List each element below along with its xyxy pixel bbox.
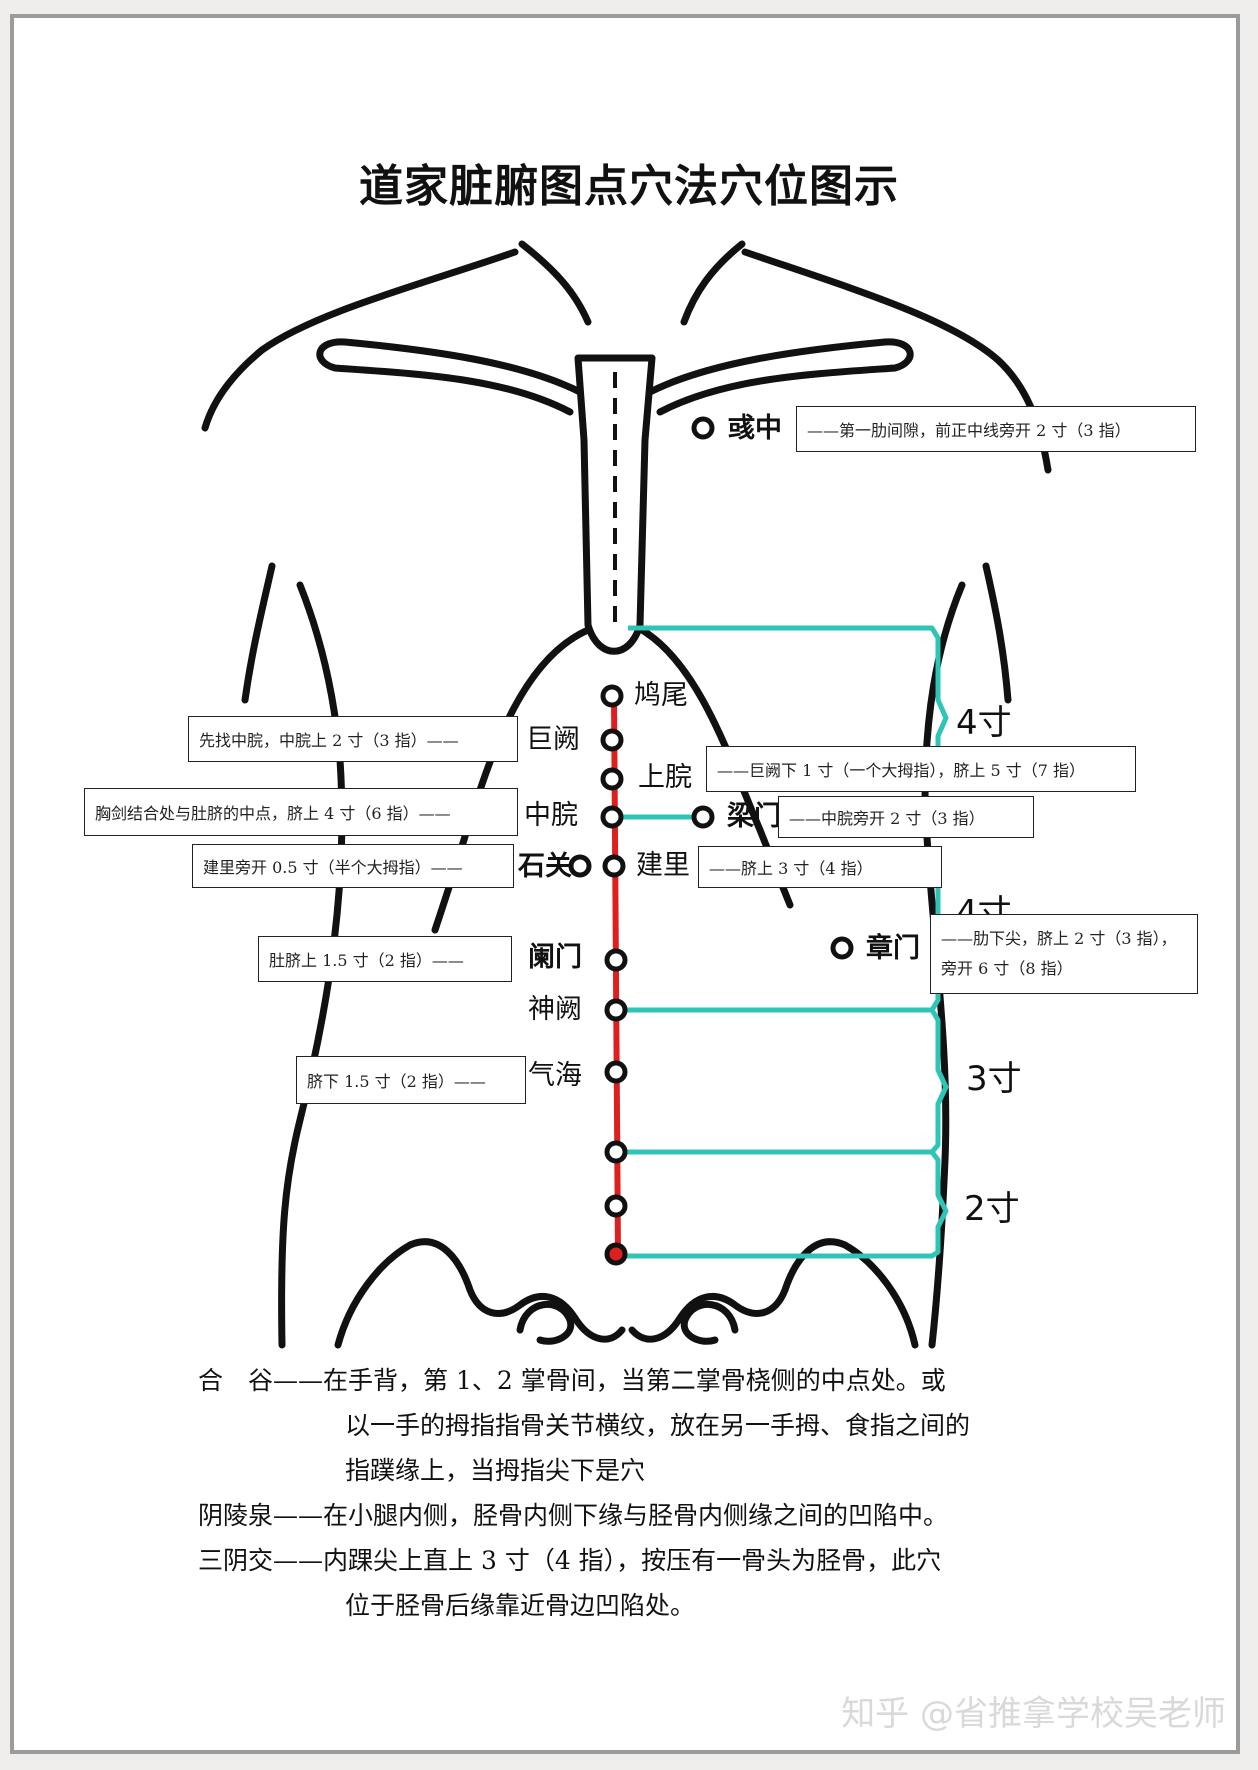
- measure-bracket-4cun-upper: [628, 625, 949, 790]
- desc-hegu-line3: 指蹼缘上，当拇指尖下是穴: [345, 1456, 646, 1485]
- label-zhongwan: 中脘: [524, 800, 578, 831]
- shenque-point: [604, 998, 628, 1022]
- desc-sanyinjiao-line2: 位于胫骨后缘靠近骨边凹陷处。: [345, 1591, 696, 1620]
- label-juque: 巨阙: [526, 724, 580, 755]
- measure-label-4cun-upper: 4寸: [956, 703, 1012, 743]
- desc-yinlingquan-term: 阴陵泉——: [198, 1501, 324, 1530]
- label-lanmen: 阑门: [528, 942, 582, 973]
- left-arm-inner: [241, 562, 276, 704]
- sternum-outline: [574, 354, 656, 655]
- liangmen-point: [691, 805, 715, 829]
- pubic-right: [680, 1301, 739, 1345]
- jiuwei-point: [600, 684, 624, 708]
- note-box-yuzhong: ——第一肋间隙，前正中线旁开 2 寸（3 指）: [796, 406, 1196, 452]
- neck-right-outline: [680, 240, 746, 326]
- label-yuzhong: 彧中: [728, 413, 782, 444]
- note-box-zhangmen: ——肋下尖，脐上 2 寸（3 指）， 旁开 6 寸（8 指）: [930, 914, 1198, 994]
- label-jiuwei: 鸠尾: [634, 680, 688, 711]
- measure-label-3cun: 3寸: [966, 1059, 1022, 1099]
- desc-yinlingquan-line1: 阴陵泉——在小腿内侧，胫骨内侧下缘与胫骨内侧缘之间的凹陷中。: [198, 1501, 949, 1530]
- zhangmen-point: [830, 936, 854, 960]
- pubic-left: [516, 1301, 575, 1345]
- note-box-juque: 先找中脘，中脘上 2 寸（3 指）——: [188, 716, 518, 762]
- guanyuan-point: [604, 1140, 628, 1164]
- label-qihai: 气海: [528, 1060, 582, 1091]
- note-zhangmen-line2: 旁开 6 寸（8 指）: [941, 959, 1073, 978]
- measure-bracket-3cun: [622, 1008, 949, 1155]
- zhongji-point: [604, 1194, 628, 1218]
- label-shiguan: 石关: [518, 851, 572, 882]
- acupoint-descriptions: 合 谷——在手背，第 1、2 掌骨间，当第二掌骨桡侧的中点处。或 以一手的拇指指…: [198, 1358, 1078, 1628]
- pelvis-right: [628, 1238, 919, 1349]
- shangwan-point: [600, 767, 624, 791]
- note-box-liangmen: ——中脘旁开 2 寸（3 指）: [778, 796, 1034, 838]
- label-liangmen: 梁门: [727, 801, 781, 832]
- neck-left-outline: [518, 240, 592, 326]
- measure-bracket-2cun: [622, 1150, 949, 1259]
- desc-hegu-line1: 合 谷——在手背，第 1、2 掌骨间，当第二掌骨桡侧的中点处。或: [198, 1366, 946, 1395]
- note-box-shangwan: ——巨阙下 1 寸（一个大拇指），脐上 5 寸（7 指）: [706, 746, 1136, 792]
- label-shenque: 神阙: [528, 994, 582, 1025]
- clavicle-right: [646, 338, 914, 416]
- label-zhangmen: 章门: [866, 933, 920, 964]
- note-zhangmen-line1: ——肋下尖，脐上 2 寸（3 指），: [941, 929, 1177, 948]
- clavicle-left: [316, 338, 584, 416]
- note-box-jianli: ——脐上 3 寸（4 指）: [698, 846, 942, 888]
- right-arm-inner: [982, 562, 1012, 704]
- note-box-shiguan: 建里旁开 0.5 寸（半个大拇指）——: [192, 844, 514, 888]
- qugu-point: [604, 1242, 628, 1266]
- zhongwan-point: [600, 805, 624, 829]
- torso-left-outline: [201, 248, 519, 432]
- yuzhong-point: [691, 416, 715, 440]
- note-box-zhongwan: 胸剑结合处与肚脐的中点，脐上 4 寸（6 指）——: [84, 788, 518, 836]
- watermark: 知乎 @省推拿学校吴老师: [841, 1694, 1226, 1734]
- jianli-point: [602, 854, 626, 878]
- qihai-point: [604, 1060, 628, 1084]
- desc-hegu-line2: 以一手的拇指指骨关节横纹，放在另一手拇、食指之间的: [345, 1411, 971, 1440]
- label-jianli: 建里: [636, 850, 690, 881]
- desc-sanyinjiao-line1: 三阴交——内踝尖上直上 3 寸（4 指），按压有一骨头为胫骨，此穴: [198, 1546, 942, 1575]
- measure-label-2cun: 2寸: [964, 1189, 1020, 1229]
- shiguan-point: [568, 854, 592, 878]
- juque-point: [600, 728, 624, 752]
- desc-hegu-term: 合 谷——: [198, 1366, 324, 1395]
- pelvis-left: [334, 1238, 626, 1349]
- lanmen-point: [604, 948, 628, 972]
- desc-sanyinjiao-term: 三阴交——: [198, 1546, 324, 1575]
- label-shangwan: 上脘: [638, 762, 692, 793]
- note-box-qihai: 脐下 1.5 寸（2 指）——: [296, 1056, 526, 1104]
- note-box-lanmen: 肚脐上 1.5 寸（2 指）——: [258, 936, 512, 982]
- page-title: 道家脏腑图点穴法穴位图示: [359, 161, 899, 212]
